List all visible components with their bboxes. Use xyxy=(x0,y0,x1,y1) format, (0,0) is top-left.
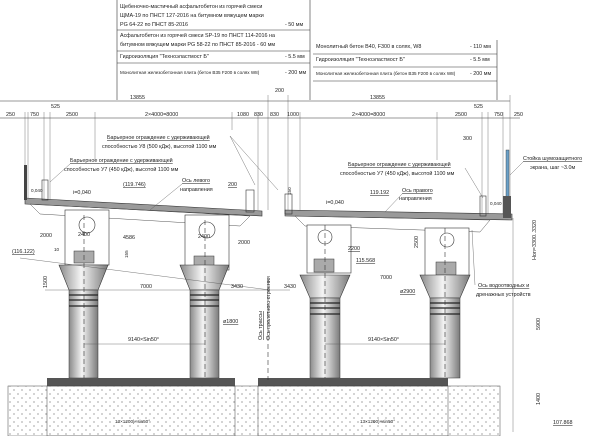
dim-text: 1400 xyxy=(536,393,542,405)
elevation-text: 115.568 xyxy=(356,258,375,264)
label-text: Ось правого xyxy=(402,188,433,194)
dim-text: 2200 xyxy=(348,246,360,252)
note-text: ЩМА-19 по ПНСТ 127-2016 на битумном вяжу… xyxy=(120,13,264,19)
dim-text: 2000 xyxy=(238,240,250,246)
dim-text: 3430 xyxy=(231,284,243,290)
dim-text: 13×1200)×sin50° xyxy=(360,419,395,424)
dim-text: 9140×Sin50° xyxy=(368,337,399,343)
dim-text: Hоп=3300..3320 xyxy=(532,220,538,260)
dim-text: 13855 xyxy=(370,95,385,101)
label-text: направления xyxy=(399,196,432,202)
dim-text: 2000 xyxy=(40,233,52,239)
note-thickness: - 200 мм xyxy=(470,71,491,77)
note-text: Гидроизоляция "Техноэластмост Б" xyxy=(120,54,209,60)
note-text: битумном вяжущем марки PG 58-22 по ПНСТ … xyxy=(120,42,275,48)
dim-text: 4586 xyxy=(123,235,135,241)
label-text: Ось левого xyxy=(182,178,210,184)
note-text: Асфальтобетон из горячей смеси SP-19 по … xyxy=(120,32,275,39)
dim-text: 200 xyxy=(275,88,284,94)
note-thickness: - 200 мм xyxy=(285,70,306,76)
deck-labels: Барьерное ограждение с удерживающей спос… xyxy=(31,134,582,213)
note-text: Монолитный бетон В40, F300 в солях, W8 xyxy=(316,43,421,50)
label-text: Барьерное ограждение с удерживающей xyxy=(107,134,210,141)
label-text: Ось пролетного строения xyxy=(266,276,272,340)
note-text: Монолитная железобетонная плита (бетон В… xyxy=(316,71,456,76)
top-dimensions: 13855 13855 200 250 750 525 2500 2×4000=… xyxy=(0,88,523,220)
dim-text: 13×1200)×sin50° xyxy=(115,419,150,424)
dim-text: 830 xyxy=(254,112,263,118)
dim-text: 525 xyxy=(51,104,60,110)
piers xyxy=(47,209,471,386)
dim-text: 1500 xyxy=(43,276,49,288)
label-text: способностью У8 (500 кДж), высотой 1100 … xyxy=(102,143,217,150)
dim-text: ø1800 xyxy=(223,319,238,325)
dim-text: 1000 xyxy=(287,112,299,118)
dim-text: 300 xyxy=(463,136,472,142)
dim-text: 7000 xyxy=(380,275,392,281)
dim-text: 200 xyxy=(228,182,237,188)
label-text: способностью У7 (450 кДж), высотой 1100 … xyxy=(340,170,455,177)
note-thickness: - 5.5 мм xyxy=(285,54,305,60)
slope-text: i=0,040 xyxy=(73,190,91,196)
pavement-notes-right: Монолитный бетон В40, F300 в солях, W8 -… xyxy=(313,40,498,100)
dim-text: 13855 xyxy=(130,95,145,101)
dim-text: 9140×Sin50° xyxy=(128,337,159,343)
dim-text: 150 xyxy=(287,187,292,195)
label-text: Барьерное ограждение с удерживающей xyxy=(348,161,451,168)
dim-text: 750 xyxy=(494,112,503,118)
label-text: направления xyxy=(180,187,213,193)
dim-text: 3430 xyxy=(284,284,296,290)
label-text: Стойка шумозащитного xyxy=(523,155,582,162)
note-thickness: - 50 мм xyxy=(285,22,303,28)
slope-text: 0,040 xyxy=(490,201,502,206)
dim-text: 2400 xyxy=(198,234,210,240)
dim-text: 7000 xyxy=(140,284,152,290)
elevation-text: 107.868 xyxy=(553,420,573,426)
elevation-text: 119.192 xyxy=(370,190,389,196)
dim-text: 10 xyxy=(54,247,60,252)
dim-text: 750 xyxy=(30,112,39,118)
label-text: экрана, шаг ~3.0м xyxy=(530,165,576,171)
note-text: Монолитная железобетонная плита (бетон В… xyxy=(120,70,260,75)
dim-text: 2400 xyxy=(78,232,90,238)
dim-text: 155 xyxy=(124,250,129,258)
label-text: дренажных устройств xyxy=(476,291,531,298)
note-thickness: - 5.5 мм xyxy=(470,57,490,63)
label-text: Барьерное ограждение с удерживающей xyxy=(70,157,173,164)
dim-text: 830 xyxy=(270,112,279,118)
right-span-deck xyxy=(284,149,513,233)
note-text: PG 64-22 по ПНСТ 85-2016 xyxy=(120,22,188,28)
note-thickness: - 110 мм xyxy=(470,44,491,50)
slope-text: i=0,040 xyxy=(326,200,344,206)
pavement-notes-left: Щебеночно-мастичный асфальтобетон из гор… xyxy=(116,0,311,100)
slope-text: 0,040 xyxy=(31,188,43,193)
substructure-labels: 2000 2400 4586 2400 2000 10 155 (116.122… xyxy=(12,218,573,432)
dim-text: 2500 xyxy=(66,112,78,118)
dim-text: 2×4000=8000 xyxy=(145,112,178,118)
dim-text: 2×4000=8000 xyxy=(352,112,385,118)
noise-screen-post xyxy=(505,149,510,201)
dim-text: 2500 xyxy=(455,112,467,118)
elevation-text: (116.122) xyxy=(12,249,35,255)
dim-text: 1080 xyxy=(237,112,249,118)
dim-text: 2500 xyxy=(414,236,420,248)
label-text: Ось трассы xyxy=(258,311,264,340)
dim-text: ø2900 xyxy=(400,289,415,295)
soil-hatch xyxy=(7,385,501,436)
dim-text: 525 xyxy=(474,104,483,110)
left-span-deck xyxy=(24,165,263,227)
dim-text: 5900 xyxy=(536,318,542,330)
dim-text: 250 xyxy=(514,112,523,118)
dim-text: 250 xyxy=(6,112,15,118)
elevation-text: (119.746) xyxy=(123,182,146,188)
note-text: Щебеночно-мастичный асфальтобетон из гор… xyxy=(120,3,262,10)
label-text: Ось водоотводных и xyxy=(478,283,529,289)
note-text: Гидроизоляция "Техноэластмост Б" xyxy=(316,57,405,63)
label-text: способностью У7 (450 кДж), высотой 1100 … xyxy=(64,166,179,173)
